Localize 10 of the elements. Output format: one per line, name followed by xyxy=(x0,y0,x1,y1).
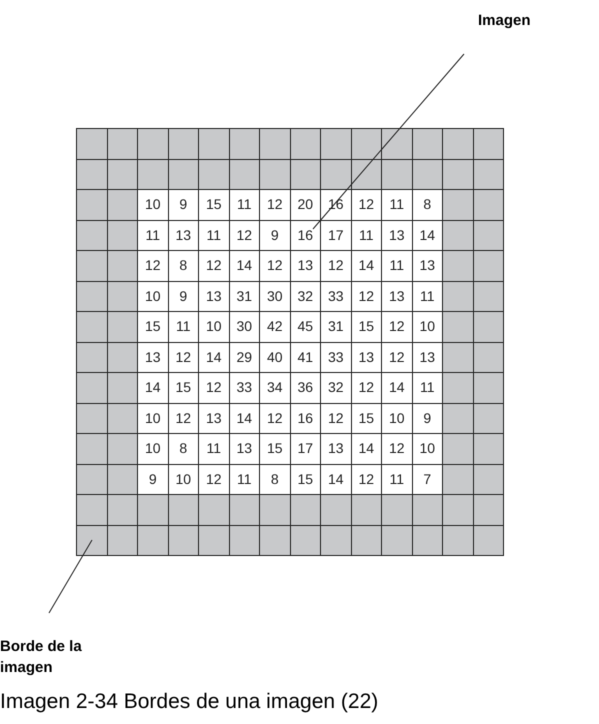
callout-label: Imagen xyxy=(478,11,531,31)
pixel-value: 10 xyxy=(137,189,168,220)
pixel-value: 8 xyxy=(412,189,443,220)
pixel-value: 7 xyxy=(412,464,443,495)
pixel-value: 9 xyxy=(137,464,168,495)
image-region xyxy=(137,189,443,495)
figure-caption: Imagen 2-34 Bordes de una imagen (22) xyxy=(0,689,378,715)
border-cell xyxy=(76,524,108,556)
leader-line xyxy=(48,540,92,614)
callout-label: Borde de la imagen xyxy=(0,637,83,678)
